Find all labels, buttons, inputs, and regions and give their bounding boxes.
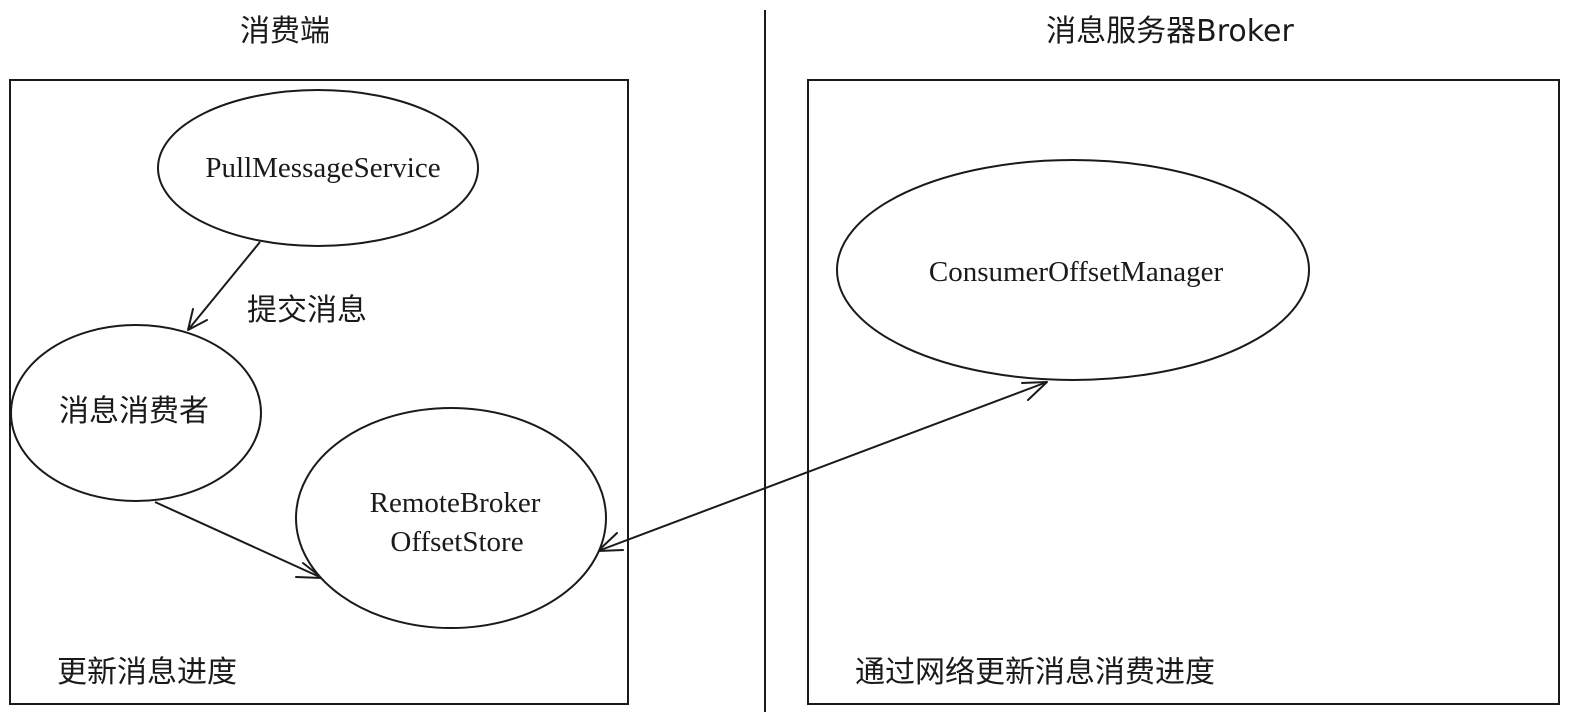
consumer-region-caption: 更新消息进度 xyxy=(57,655,237,690)
node-remote-broker-offset-store-line2: OffsetStore xyxy=(390,526,523,558)
broker-region-title: 消息服务器Broker xyxy=(1046,14,1294,49)
edge-pull-to-consumer-arrowhead xyxy=(187,308,208,331)
node-message-consumer-label: 消息消费者 xyxy=(59,394,209,429)
node-pull-message-service-label: PullMessageService xyxy=(205,152,440,184)
edge-consumer-to-offsetstore xyxy=(154,501,323,579)
edge-manager-arrowhead xyxy=(1021,381,1048,401)
edge-pull-to-consumer xyxy=(187,241,261,331)
node-pull-message-service xyxy=(157,89,479,247)
edge-submit-message-label: 提交消息 xyxy=(247,293,367,328)
node-message-consumer xyxy=(10,324,262,502)
consumer-region-title: 消费端 xyxy=(240,14,330,49)
node-remote-broker-offset-store xyxy=(295,407,607,629)
node-consumer-offset-manager-label: ConsumerOffsetManager xyxy=(929,256,1224,288)
edge-offsetstore-to-manager xyxy=(597,381,1048,552)
node-consumer-offset-manager xyxy=(836,159,1310,381)
broker-region-caption: 通过网络更新消息消费进度 xyxy=(855,655,1215,690)
node-remote-broker-offset-store-line1: RemoteBroker xyxy=(370,487,541,519)
